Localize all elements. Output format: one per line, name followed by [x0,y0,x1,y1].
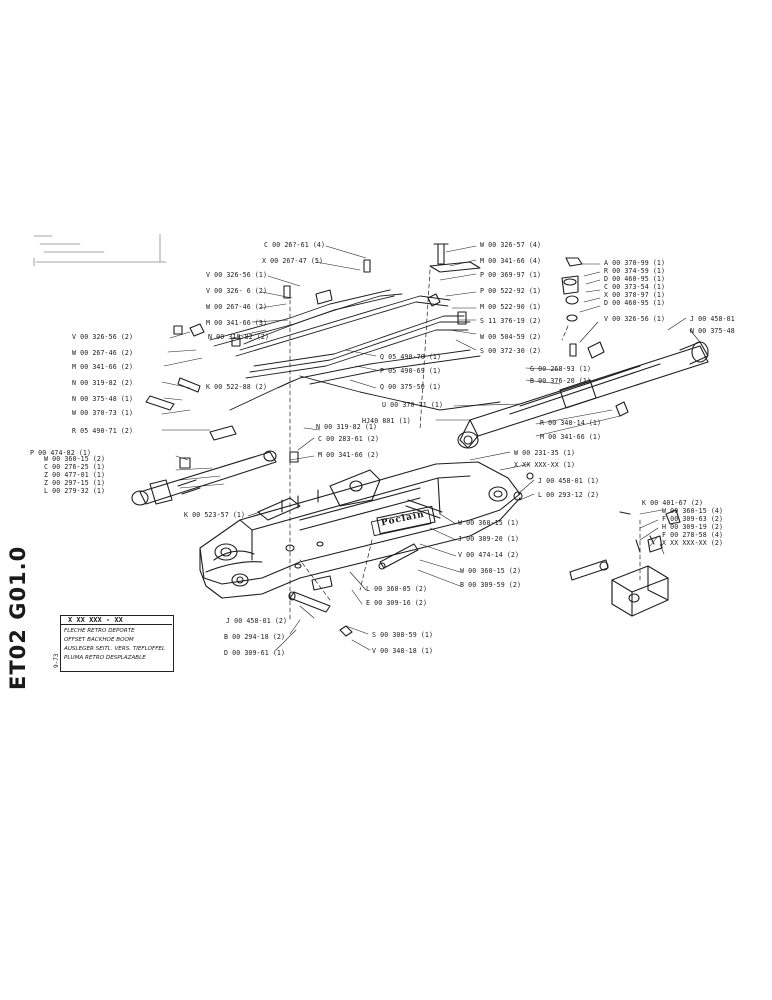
part-callout: W 00 370-73 (1) [72,409,134,417]
part-callout: R 05 490-71 (2) [72,427,134,435]
part-callout: Q 00 375-50 (1) [380,383,442,391]
part-callout: U 00 370-71 (1) [382,401,444,409]
part-callout: A 00 370-99 (1) [604,259,666,267]
part-callout: W 00 360-15 (1) [458,519,520,527]
part-callout: HJ40 801 (1) [362,417,411,425]
part-callout: C 00 373-54 (1) [604,283,666,291]
part-callout: M 00 341-66 (1) [540,433,602,441]
part-callout: M 00 341-66 (3) [206,319,268,327]
part-callout: R 00 348-14 (1) [540,419,602,427]
part-callout: S 00 308-59 (1) [372,631,434,639]
part-callout: V 00 348-18 (1) [372,647,434,655]
part-callout: M 00 522-90 (1) [480,303,542,311]
part-callout: V 00 326- 6 (2) [206,287,268,295]
part-callout: V 00 326-56 (1) [604,315,666,323]
part-callout: S 00 372-30 (2) [480,347,542,355]
part-callout: X XX XXX-XX (1) [514,461,576,469]
part-callout: F 00 278-58 (4) [662,531,724,539]
part-callout: F 00 309-63 (2) [662,515,724,523]
part-callout: P 05 490-69 (1) [380,367,442,375]
part-callout: C 00 26?-61 (4) [264,241,326,249]
part-callout: B 00 376-20 (1) [530,377,592,385]
small-parts [145,243,681,637]
part-callout: H 00 309-19 (2) [662,523,724,531]
part-callout: W 00 504-59 (2) [480,333,542,341]
part-callout: W 00 360-15 (2) [460,567,522,575]
part-callout: W 00 360-15 (2) [44,455,106,463]
part-callout: J 00 458-01 [690,315,735,323]
part-callout: J 00 458-01 (2) [226,617,288,625]
part-callout: V 00 326-56 (1) [206,271,268,279]
dashed-leaders [289,269,641,621]
drawing-date: 9-73 [53,653,60,668]
part-callout: W 00 326-57 (4) [480,241,542,249]
part-callout: N 00 319-82 (2) [72,379,134,387]
boom-body [199,461,521,599]
part-callout: G 00 268-93 (1) [530,365,592,373]
part-callout: D 00 460-95 (1) [604,275,666,283]
part-callout: M 00 341-66 (2) [318,451,380,459]
part-callout: N 00 375-48 (1) [72,395,134,403]
part-callout: B 00 309-59 (2) [460,581,522,589]
part-callout: W 00 267-46 (2) [72,349,134,357]
part-callout: K 00 401-67 (2) [642,499,704,507]
part-callout: L 00 279-32 (1) [44,487,106,495]
part-callout: V 00 326-56 (2) [72,333,134,341]
leader-lines [161,245,701,651]
part-callout: L 00 360-05 (2) [366,585,428,593]
part-callout: W 00 231-35 (1) [514,449,576,457]
part-callout: D 00 460-95 (1) [604,299,666,307]
drawing-code: ET02 G01.0 [6,545,30,690]
part-callout: M 00 341-66 (2) [72,363,134,371]
part-callout: X XX XXX-XX (2) [662,539,724,547]
part-callout: X 00 370-97 (1) [604,291,666,299]
part-callout: K 00 522-88 (2) [206,383,268,391]
part-callout: Z 00 477-01 (1) [44,471,106,479]
part-callout: Z 00 297-15 (1) [44,479,106,487]
part-callout: D 00 309-61 (1) [224,649,286,657]
part-callout: B 00 294-18 (2) [224,633,286,641]
part-callout: J 00 458-01 (1) [538,477,600,485]
part-callout: N 00 319-82 (2) [208,333,270,341]
part-callout: S 11 376-19 (2) [480,317,542,325]
title-line-fr: FLECHE RETRO DEPORTE [64,628,135,634]
part-callout: C 00 283-61 (2) [318,435,380,443]
title-line-es: PLUMA RETRO DESPLAZABLE [64,655,146,661]
link-rod [131,450,277,506]
part-callout: M 00 341-66 (4) [480,257,542,265]
part-callout: X 00 267-47 (5) [262,257,324,265]
title-line-de: AUSLEGER SEITL. VERS. TIEFLOFFEL [64,646,166,652]
hydraulic-cylinder [457,341,709,449]
title-block [60,615,174,672]
part-callout: W 00 267-46 (2) [206,303,268,311]
bracket-assembly [569,511,669,617]
part-callout: E 00 309-16 (2) [366,599,428,607]
part-callout: N 00 319-82 (1) [316,423,378,431]
part-callout: N 00 375-48 [690,327,735,335]
part-callout: P 00 369-97 (1) [480,271,542,279]
part-callout: J 00 309-20 (1) [458,535,520,543]
part-callout: P 00 474-82 (1) [30,449,92,457]
brand-plate [370,509,432,537]
title-line-en: OFFSET BACKHOE BOOM [64,637,134,643]
part-callout: C 00 276-25 (1) [44,463,106,471]
part-callout: V 00 474-14 (2) [458,551,520,559]
part-callout: W 00 360-15 (4) [662,507,724,515]
part-callout: Q 05 490-70 (1) [380,353,442,361]
part-callout: K 00 523-57 (1) [184,511,246,519]
part-callout: L 00 293-12 (2) [538,491,600,499]
part-callout: R 00 374-59 (1) [604,267,666,275]
part-callout: P 00 522-92 (1) [480,287,542,295]
title-block-code: X XX XXX - XX [60,615,172,625]
faded-mark [33,233,167,267]
